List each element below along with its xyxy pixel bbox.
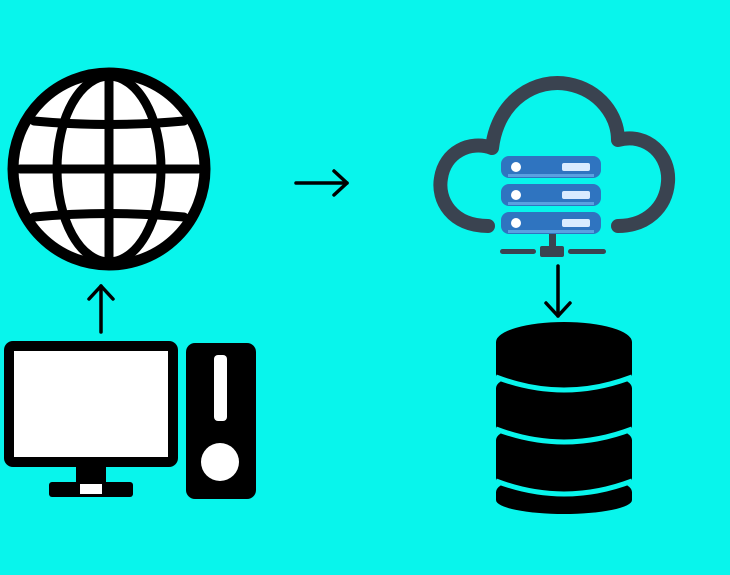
cloud-server-icon (433, 76, 676, 257)
arrow-up-icon (87, 284, 115, 334)
database-icon (495, 322, 633, 514)
arrow-right-icon (294, 169, 349, 197)
server-rack-icon (501, 156, 601, 234)
desktop-computer-icon (4, 341, 256, 499)
globe-icon (7, 67, 211, 271)
arrow-down-icon (544, 264, 572, 318)
